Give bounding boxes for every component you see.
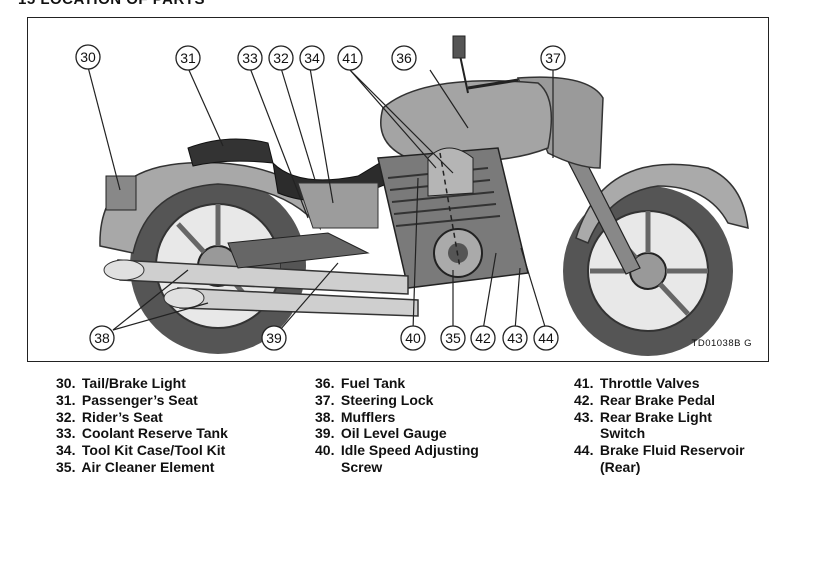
section-header: 15 LOCATION OF PARTS bbox=[18, 0, 205, 8]
callout-43: 43 bbox=[502, 325, 528, 351]
callout-34: 34 bbox=[299, 45, 325, 71]
legend-column-1: 30. Tail/Brake Light 31. Passenger’s Sea… bbox=[56, 375, 228, 476]
svg-text:34: 34 bbox=[304, 50, 320, 66]
legend-item-33: 33. Coolant Reserve Tank bbox=[56, 425, 228, 442]
callout-38: 38 bbox=[89, 325, 115, 351]
callout-33: 33 bbox=[237, 45, 263, 71]
callout-39: 39 bbox=[261, 325, 287, 351]
svg-text:31: 31 bbox=[180, 50, 196, 66]
svg-text:39: 39 bbox=[266, 330, 282, 346]
legend-item-44-cont: (Rear) bbox=[600, 458, 641, 475]
legend-item-43: 43. Rear Brake Light bbox=[574, 408, 712, 425]
callout-42: 42 bbox=[470, 325, 496, 351]
callout-44: 44 bbox=[533, 325, 559, 351]
svg-text:41: 41 bbox=[342, 50, 358, 66]
callout-40: 40 bbox=[400, 325, 426, 351]
legend-item-37: 37. Steering Lock bbox=[315, 391, 434, 408]
legend-item-36: 36. Fuel Tank bbox=[315, 375, 406, 391]
svg-text:35: 35 bbox=[445, 330, 461, 346]
legend-item-34: 34. Tool Kit Case/Tool Kit bbox=[56, 442, 226, 459]
legend-item-38: 38. Mufflers bbox=[315, 408, 396, 425]
legend-item-42: 42. Rear Brake Pedal bbox=[574, 391, 716, 408]
legend-item-41: 41. Throttle Valves bbox=[574, 375, 700, 391]
svg-text:30: 30 bbox=[80, 49, 96, 65]
callout-32: 32 bbox=[268, 45, 294, 71]
legend-item-39: 39. Oil Level Gauge bbox=[315, 425, 447, 442]
svg-text:37: 37 bbox=[545, 50, 561, 66]
svg-text:32: 32 bbox=[273, 50, 289, 66]
svg-text:42: 42 bbox=[475, 330, 491, 346]
legend-item-40-cont: Screw bbox=[341, 458, 383, 475]
legend-column-3: 41. Throttle Valves 42. Rear Brake Pedal… bbox=[574, 375, 745, 476]
legend-item-32: 32. Rider’s Seat bbox=[56, 408, 163, 425]
legend-item-31: 31. Passenger’s Seat bbox=[56, 391, 198, 408]
svg-text:40: 40 bbox=[405, 330, 421, 346]
callout-35: 35 bbox=[440, 325, 466, 351]
svg-text:38: 38 bbox=[94, 330, 110, 346]
engine bbox=[377, 147, 529, 289]
legend-item-44: 44. Brake Fluid Reservoir bbox=[574, 442, 745, 459]
legend-item-35: 35. Air Cleaner Element bbox=[56, 458, 215, 475]
callout-36: 36 bbox=[391, 45, 417, 71]
legend-item-43-cont: Switch bbox=[600, 425, 646, 442]
callout-37: 37 bbox=[540, 45, 566, 71]
legend-item-30: 30. Tail/Brake Light bbox=[56, 375, 186, 391]
figure-code: TD01038B G bbox=[691, 338, 752, 349]
motorcycle-figure: 30 31 33 32 34 41 36 37 38 39 40 35 42 4… bbox=[27, 17, 769, 362]
callout-30: 30 bbox=[75, 44, 101, 70]
legend-item-40: 40. Idle Speed Adjusting bbox=[315, 442, 479, 459]
svg-text:33: 33 bbox=[242, 50, 258, 66]
callout-31: 31 bbox=[175, 45, 201, 71]
svg-text:36: 36 bbox=[396, 50, 412, 66]
motorcycle-illustration: 30 31 33 32 34 41 36 37 38 39 40 35 42 4… bbox=[75, 35, 749, 356]
legend-column-2: 36. Fuel Tank 37. Steering Lock 38. Muff… bbox=[315, 375, 479, 476]
callout-41: 41 bbox=[337, 45, 363, 71]
svg-text:43: 43 bbox=[507, 330, 523, 346]
svg-text:44: 44 bbox=[538, 330, 554, 346]
